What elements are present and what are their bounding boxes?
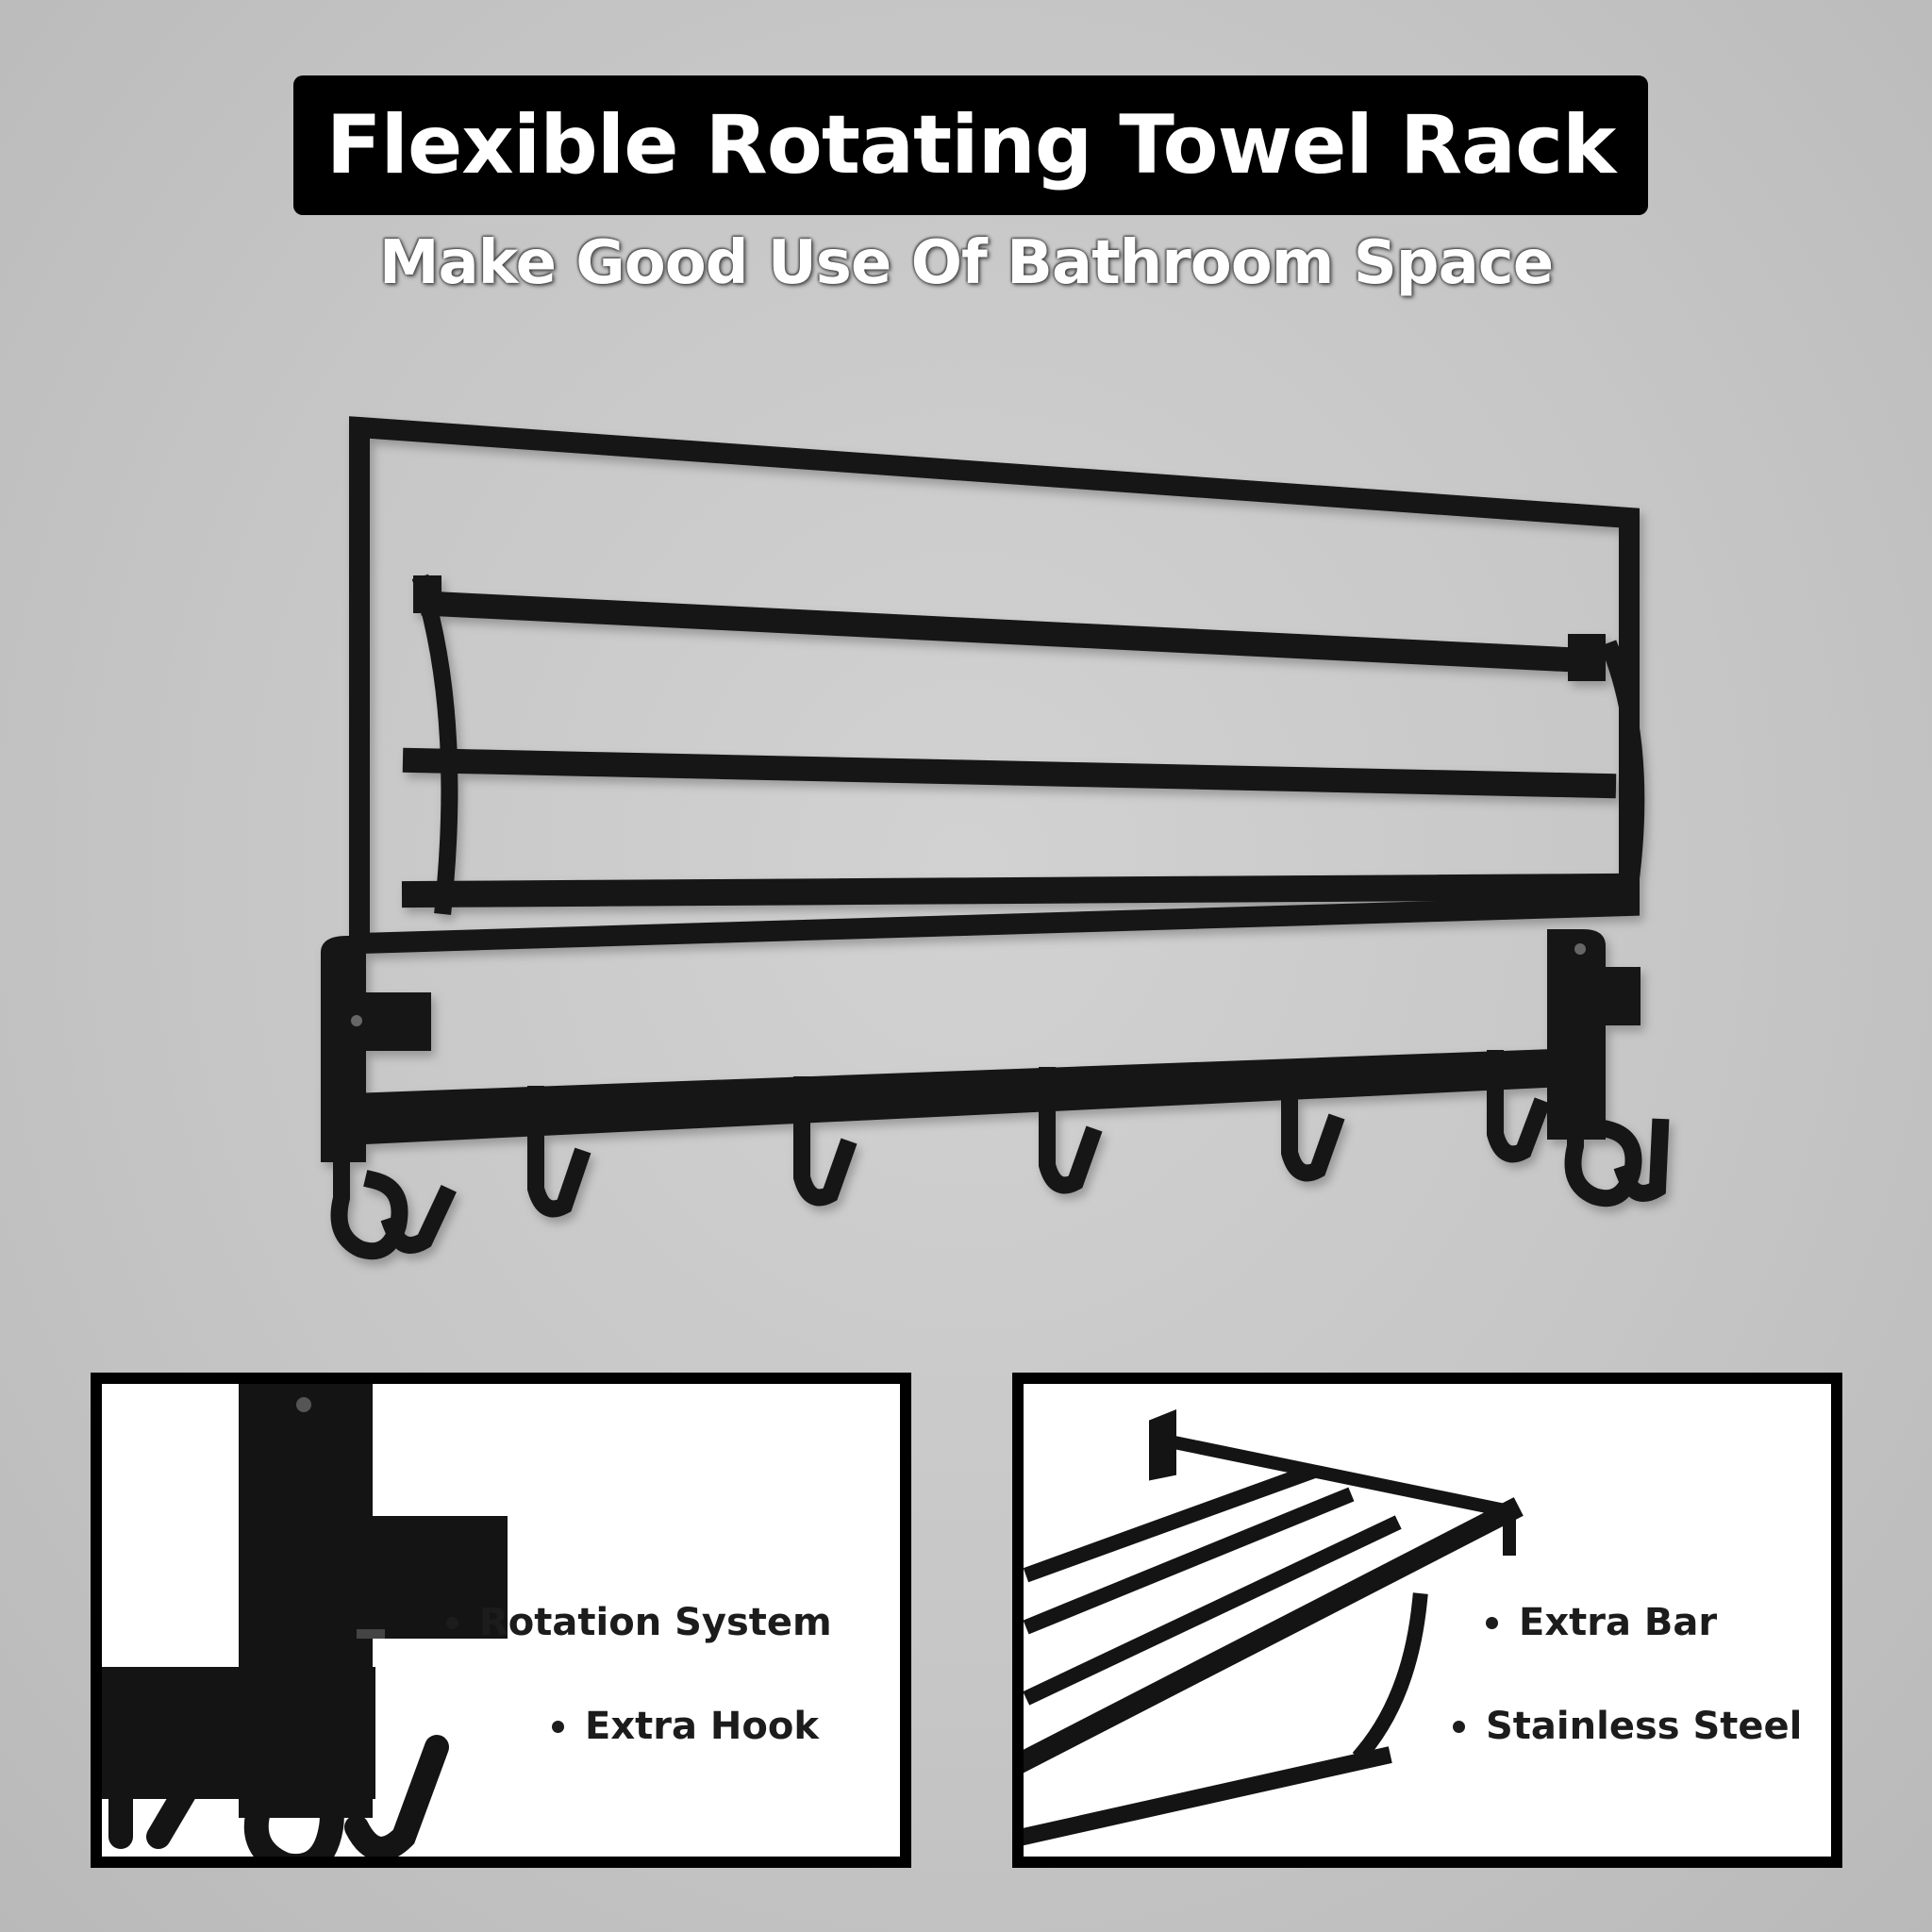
closeup-double-hook	[243, 1735, 449, 1857]
closeup-extra-bar	[1024, 1746, 1392, 1846]
bullet-label: Extra Hook	[585, 1705, 819, 1748]
rotation-closeup-illustration	[102, 1384, 508, 1857]
bullet-label: Stainless Steel	[1486, 1705, 1803, 1748]
bullet-dot	[1453, 1720, 1465, 1733]
closeup-bar-b	[1024, 1487, 1355, 1635]
bullet-extra-hook: Extra Hook	[552, 1705, 819, 1748]
arm-left	[411, 574, 458, 915]
double-hook-left	[330, 1124, 457, 1260]
bar-3	[401, 873, 1623, 908]
towel-rack-frame	[321, 416, 1670, 1260]
hook-5	[1487, 1050, 1551, 1163]
bar-1	[421, 591, 1598, 674]
closeup-rotation-joint	[281, 1516, 508, 1639]
closeup-frame-top	[1157, 1432, 1518, 1520]
extra-bar-closeup-illustration	[1024, 1409, 1524, 1846]
closeup-bar-d	[1024, 1497, 1524, 1774]
detail-panel-rotation: Rotation System Extra Hook	[91, 1373, 911, 1868]
hook-1	[527, 1086, 591, 1218]
closeup-extra-bar-arm	[1352, 1592, 1428, 1763]
closeup-hook-single	[108, 1721, 232, 1849]
bullet-label: Extra Bar	[1519, 1601, 1718, 1644]
double-hook-right	[1564, 1076, 1670, 1208]
bullet-extra-bar: Extra Bar	[1486, 1601, 1717, 1644]
bullet-rotation-system: Rotation System	[446, 1601, 832, 1644]
bar-2	[402, 747, 1617, 799]
arm-right	[1600, 640, 1645, 916]
bullet-stainless-steel: Stainless Steel	[1453, 1705, 1802, 1748]
detail-panel-extra-bar: Extra Bar Stainless Steel	[1012, 1373, 1842, 1868]
bullet-dot	[446, 1616, 458, 1629]
closeup-bar-a	[1024, 1463, 1317, 1583]
hook-4	[1281, 1059, 1345, 1182]
hook-bar	[325, 1047, 1604, 1146]
closeup-hook-bar	[102, 1667, 375, 1799]
folding-frame	[349, 416, 1640, 955]
bullet-dot	[1486, 1616, 1498, 1629]
closeup-bar-c	[1024, 1515, 1402, 1706]
bullet-label: Rotation System	[479, 1601, 832, 1644]
title-banner: Flexible Rotating Towel Rack	[293, 75, 1648, 215]
page-subtitle: Make Good Use Of Bathroom Space	[378, 228, 1554, 298]
page-title: Flexible Rotating Towel Rack	[325, 98, 1617, 192]
hook-3	[1039, 1067, 1103, 1194]
bullet-dot	[552, 1720, 564, 1733]
hook-2	[793, 1076, 858, 1207]
